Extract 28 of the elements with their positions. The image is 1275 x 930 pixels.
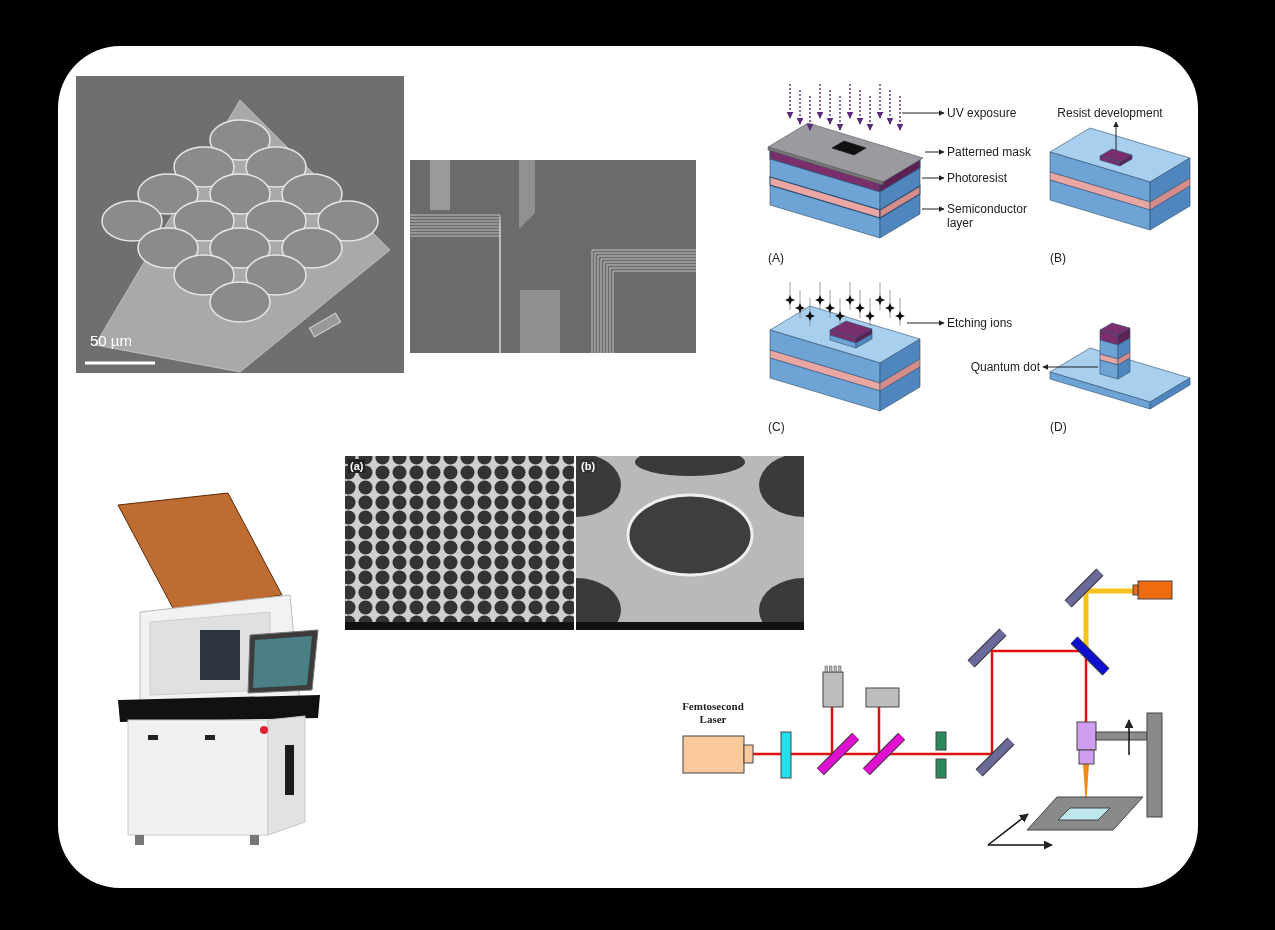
semiconductor-layer — [769, 176, 921, 219]
etched-block — [769, 305, 921, 412]
callout-label: Patterned mask — [947, 145, 1057, 159]
leader-line — [901, 110, 945, 116]
panel-label: (C) — [768, 420, 785, 434]
callout-label: Semiconductor layer — [947, 202, 1037, 230]
resist-pad — [1099, 148, 1133, 167]
leader-line — [1042, 364, 1099, 370]
leader-line — [924, 149, 945, 155]
leader-line — [1113, 121, 1119, 152]
patterned-mask — [767, 122, 924, 186]
panel-label: (b) — [579, 459, 598, 473]
scale-bar-label: 50 µm — [90, 334, 132, 348]
quantum-dot-pillar — [1099, 322, 1131, 380]
etching-ions-drawing — [785, 281, 905, 327]
panel-label: (D) — [1050, 420, 1067, 434]
leader-line — [921, 206, 945, 212]
panel-label: (A) — [768, 251, 784, 265]
substrate-block — [1049, 127, 1191, 231]
leader-line — [906, 320, 945, 326]
panel-label: (a) — [348, 459, 366, 473]
laser-label: Femtosecond Laser — [681, 700, 745, 726]
callout-label: Quantum dot — [960, 360, 1040, 374]
callout-label: Photoresist — [947, 171, 1057, 185]
callout-label: Etching ions — [947, 316, 1057, 330]
uv-rays-drawing — [786, 83, 904, 131]
panel-label: (B) — [1050, 251, 1066, 265]
leader-line — [921, 175, 945, 181]
